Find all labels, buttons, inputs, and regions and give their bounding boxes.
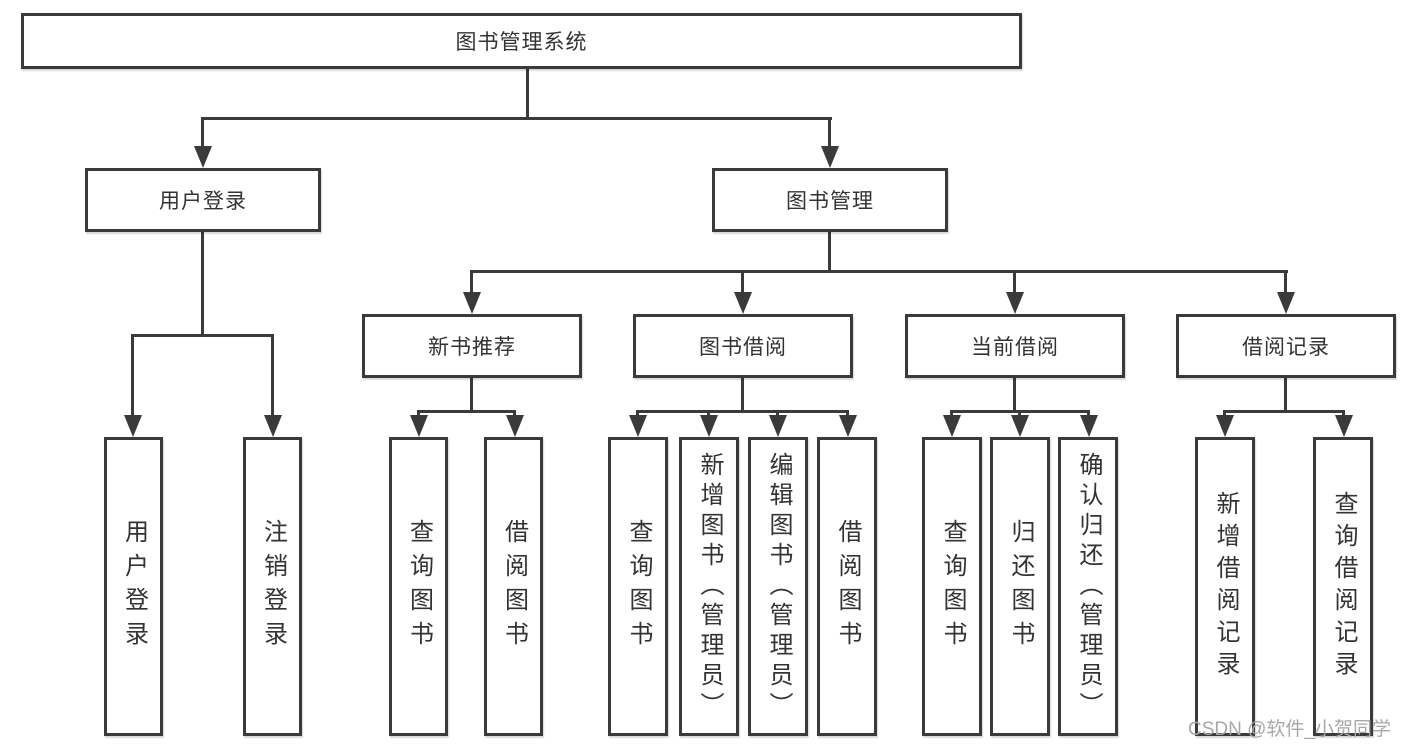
leaf-borrow-books-newbook: 借阅图书: [484, 437, 543, 736]
connector-drop-leaf: [131, 334, 134, 418]
connector-root-stub: [526, 69, 529, 120]
arrow-down-icon: [700, 415, 718, 437]
node-book-management: 图书管理: [712, 168, 948, 232]
arrow-down-icon: [1335, 415, 1353, 437]
connector-book-management-distributor: [470, 270, 1288, 273]
arrow-down-icon: [1216, 415, 1234, 437]
node-user-login-label: 用户登录: [159, 190, 247, 213]
connector-root-distributor: [201, 117, 832, 120]
connector-drop-leaf: [1087, 410, 1090, 418]
connector-records-stub: [1284, 378, 1287, 410]
leaf-edit-books-admin: 编辑图书（管理员）: [748, 437, 808, 736]
leaf-user-login-label: 用户登录: [120, 518, 148, 655]
arrow-down-icon: [506, 415, 524, 437]
connector-newbook-distributor: [417, 410, 516, 413]
connector-drop-leaf: [1018, 410, 1021, 418]
connector-drop-book-management: [828, 117, 831, 150]
leaf-logout: 注销登录: [243, 437, 302, 736]
arrow-down-icon: [1011, 415, 1029, 437]
leaf-query-books-borrow-label: 查询图书: [625, 518, 652, 655]
node-book-borrow-label: 图书借阅: [699, 336, 787, 359]
leaf-confirm-return-admin-label: 确认归还（管理员）: [1075, 451, 1102, 722]
arrow-down-icon: [734, 292, 752, 314]
connector-records-distributor: [1223, 410, 1345, 413]
arrow-down-icon: [839, 415, 857, 437]
connector-drop-leaf: [417, 410, 420, 418]
arrow-down-icon: [943, 415, 961, 437]
leaf-return-books-label: 归还图书: [1007, 518, 1034, 655]
leaf-add-borrow-record: 新增借阅记录: [1195, 437, 1255, 736]
arrow-down-icon: [463, 292, 481, 314]
node-book-borrow: 图书借阅: [633, 314, 853, 378]
connector-borrow-stub: [741, 378, 744, 410]
connector-user-login-distributor: [131, 334, 274, 337]
leaf-add-books-admin-label: 新增图书（管理员）: [696, 451, 723, 722]
connector-drop-leaf: [707, 410, 710, 418]
connector-drop-user-login: [201, 117, 204, 150]
node-book-management-label: 图书管理: [786, 190, 874, 213]
leaf-add-books-admin: 新增图书（管理员）: [679, 437, 739, 736]
leaf-query-books-borrow: 查询图书: [608, 437, 668, 736]
connector-drop-records: [1284, 270, 1287, 296]
leaf-query-books-current: 查询图书: [922, 437, 982, 736]
connector-borrow-distributor: [636, 410, 849, 413]
watermark: CSDN @软件_小贺同学: [1188, 719, 1391, 740]
connector-newbook-stub: [470, 378, 473, 410]
leaf-query-borrow-record: 查询借阅记录: [1313, 437, 1373, 736]
arrow-down-icon: [1277, 292, 1295, 314]
leaf-confirm-return-admin: 确认归还（管理员）: [1058, 437, 1118, 736]
connector-user-login-stub: [201, 232, 204, 334]
connector-drop-leaf: [1223, 410, 1226, 418]
leaf-query-books-newbook-label: 查询图书: [405, 518, 433, 655]
arrow-down-icon: [194, 146, 212, 168]
node-root-label: 图书管理系统: [455, 31, 588, 54]
connector-drop-newbook: [470, 270, 473, 296]
connector-drop-leaf: [636, 410, 639, 418]
arrow-down-icon: [410, 415, 428, 437]
leaf-user-login: 用户登录: [104, 437, 163, 736]
connector-drop-leaf: [513, 410, 516, 418]
connector-drop-borrow: [741, 270, 744, 296]
connector-drop-leaf: [1342, 410, 1345, 418]
leaf-borrow-books-borrow-label: 借阅图书: [834, 518, 861, 655]
leaf-query-books-newbook: 查询图书: [389, 437, 448, 736]
arrow-down-icon: [821, 146, 839, 168]
leaf-logout-label: 注销登录: [259, 518, 287, 655]
node-borrow-records: 借阅记录: [1176, 314, 1396, 378]
leaf-borrow-books-borrow: 借阅图书: [817, 437, 877, 736]
node-current-borrow-label: 当前借阅: [971, 336, 1059, 359]
leaf-edit-books-admin-label: 编辑图书（管理员）: [765, 451, 792, 722]
connector-current-stub: [1013, 378, 1016, 410]
arrow-down-icon: [124, 415, 142, 437]
node-user-login: 用户登录: [85, 168, 321, 232]
node-new-book-recommend: 新书推荐: [362, 314, 582, 378]
connector-drop-leaf: [776, 410, 779, 418]
arrow-down-icon: [264, 415, 282, 437]
connector-drop-current: [1013, 270, 1016, 296]
node-root-system: 图书管理系统: [21, 13, 1022, 69]
connector-drop-leaf: [950, 410, 953, 418]
leaf-query-books-current-label: 查询图书: [939, 518, 966, 655]
arrow-down-icon: [629, 415, 647, 437]
leaf-query-borrow-record-label: 查询借阅记录: [1330, 490, 1357, 683]
node-borrow-records-label: 借阅记录: [1242, 336, 1330, 359]
connector-drop-leaf: [271, 334, 274, 418]
connector-book-management-stub: [828, 232, 831, 270]
connector-drop-leaf: [846, 410, 849, 418]
leaf-add-borrow-record-label: 新增借阅记录: [1212, 490, 1239, 683]
arrow-down-icon: [1080, 415, 1098, 437]
arrow-down-icon: [769, 415, 787, 437]
arrow-down-icon: [1006, 292, 1024, 314]
leaf-return-books: 归还图书: [990, 437, 1050, 736]
leaf-borrow-books-newbook-label: 借阅图书: [500, 518, 528, 655]
node-new-book-recommend-label: 新书推荐: [428, 336, 516, 359]
node-current-borrow: 当前借阅: [905, 314, 1125, 378]
